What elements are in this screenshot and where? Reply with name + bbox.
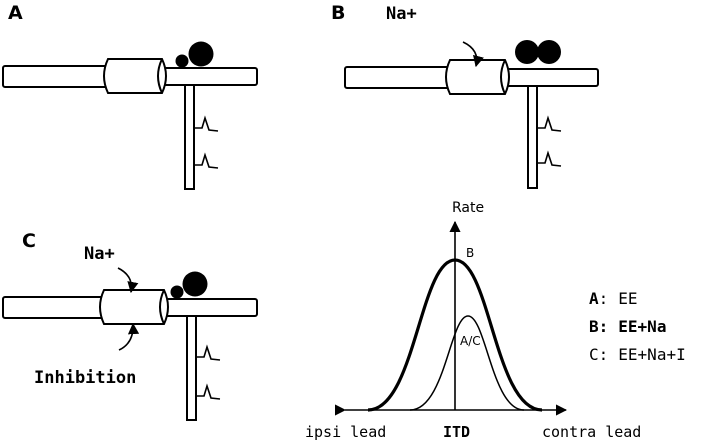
legend-value-b: EE+Na <box>618 317 666 336</box>
axon-a <box>2 65 109 88</box>
axon-c <box>2 296 105 319</box>
input-fiber-c <box>186 315 197 421</box>
input-fiber-b <box>527 85 538 189</box>
bouton-small-c <box>170 285 184 299</box>
legend-sep-b: : <box>599 317 609 336</box>
neuron-b <box>344 40 599 189</box>
na-arrow-b <box>462 41 484 68</box>
neuron-a <box>2 41 258 190</box>
dendrite-a <box>159 67 258 86</box>
axon-b <box>344 66 451 89</box>
curve-a-c-label: A/C <box>460 334 481 348</box>
rate-itd-graph: Rate B A/C ipsi lead ITD contra lead <box>305 200 641 441</box>
panel-a-letter: A <box>8 2 23 24</box>
panel-b-ion-label: Na+ <box>386 4 417 24</box>
legend-item-b: B: EE+Na <box>589 317 666 336</box>
bouton-large-c <box>182 271 208 297</box>
spike-b-1 <box>537 115 562 132</box>
dendrite-c <box>161 298 258 317</box>
x-axis-left-label: ipsi lead <box>305 423 386 441</box>
spike-b-2 <box>537 150 562 167</box>
spike-a-1 <box>194 115 219 132</box>
y-axis-label: Rate <box>452 200 484 216</box>
soma-a-edge <box>157 58 163 94</box>
inhibition-arrow-c <box>118 322 140 351</box>
legend-key-c: C <box>589 345 599 364</box>
x-axis-center-label: ITD <box>443 423 470 441</box>
panel-a: A <box>2 2 258 190</box>
panel-c-ion-label: Na+ <box>84 244 115 264</box>
panel-b-letter: B <box>331 2 345 24</box>
curve-b <box>367 258 543 412</box>
panel-c-letter: C <box>22 230 36 252</box>
soma-a <box>103 58 167 94</box>
spike-c-2 <box>196 383 221 400</box>
soma-b-edge <box>500 59 506 95</box>
legend-value-a: EE <box>618 289 637 308</box>
bouton-small-a <box>175 54 189 68</box>
soma-c-edge <box>159 289 165 325</box>
panel-c: C Na+ Inhibition <box>2 230 258 421</box>
panel-b: B Na+ <box>331 2 599 189</box>
input-fiber-a <box>184 84 195 190</box>
dendrite-b <box>502 68 599 87</box>
legend-item-a: A: EE <box>589 289 638 308</box>
panel-c-inhibition-label: Inhibition <box>34 368 136 388</box>
curve-a-c <box>409 315 525 411</box>
bouton-left-b <box>515 40 539 64</box>
x-axis-right-label: contra lead <box>542 423 641 441</box>
neuron-c <box>2 267 258 421</box>
soma-b <box>445 59 510 95</box>
curve-b-label: B <box>466 246 474 260</box>
bouton-right-b <box>537 40 561 64</box>
legend-sep-c: : <box>599 345 609 364</box>
legend-key-a: A <box>589 289 599 308</box>
legend: A: EE B: EE+Na C: EE+Na+I <box>589 289 686 364</box>
spike-a-2 <box>194 152 219 169</box>
legend-value-c: EE+Na+I <box>618 345 685 364</box>
soma-c <box>99 289 169 325</box>
legend-sep-a: : <box>599 289 609 308</box>
legend-key-b: B <box>589 317 599 336</box>
na-arrow-c <box>117 267 139 294</box>
spike-c-1 <box>196 344 221 361</box>
bouton-large-a <box>188 41 214 67</box>
legend-item-c: C: EE+Na+I <box>589 345 686 364</box>
